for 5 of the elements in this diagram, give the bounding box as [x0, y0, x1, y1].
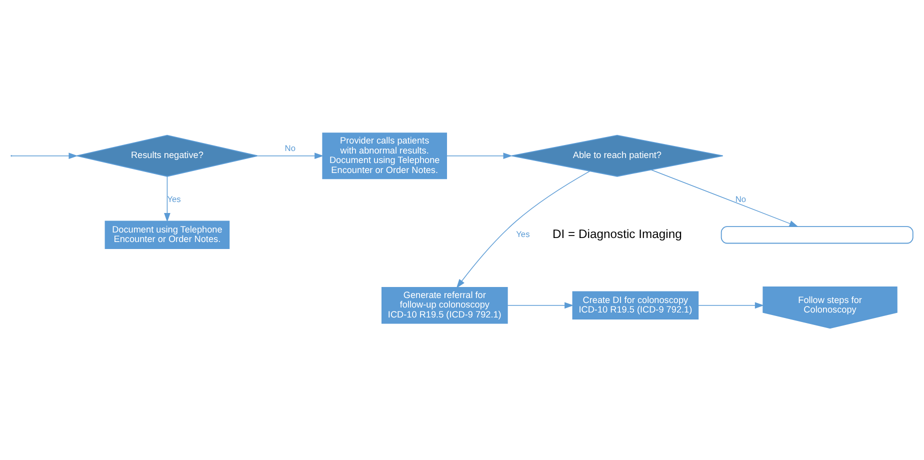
edge-label: Yes — [516, 228, 530, 239]
label: DI = Diagnostic Imaging — [552, 226, 682, 240]
edge-label: No — [284, 142, 296, 153]
edge-label: Yes — [167, 194, 181, 204]
edge-label: No — [735, 194, 746, 204]
